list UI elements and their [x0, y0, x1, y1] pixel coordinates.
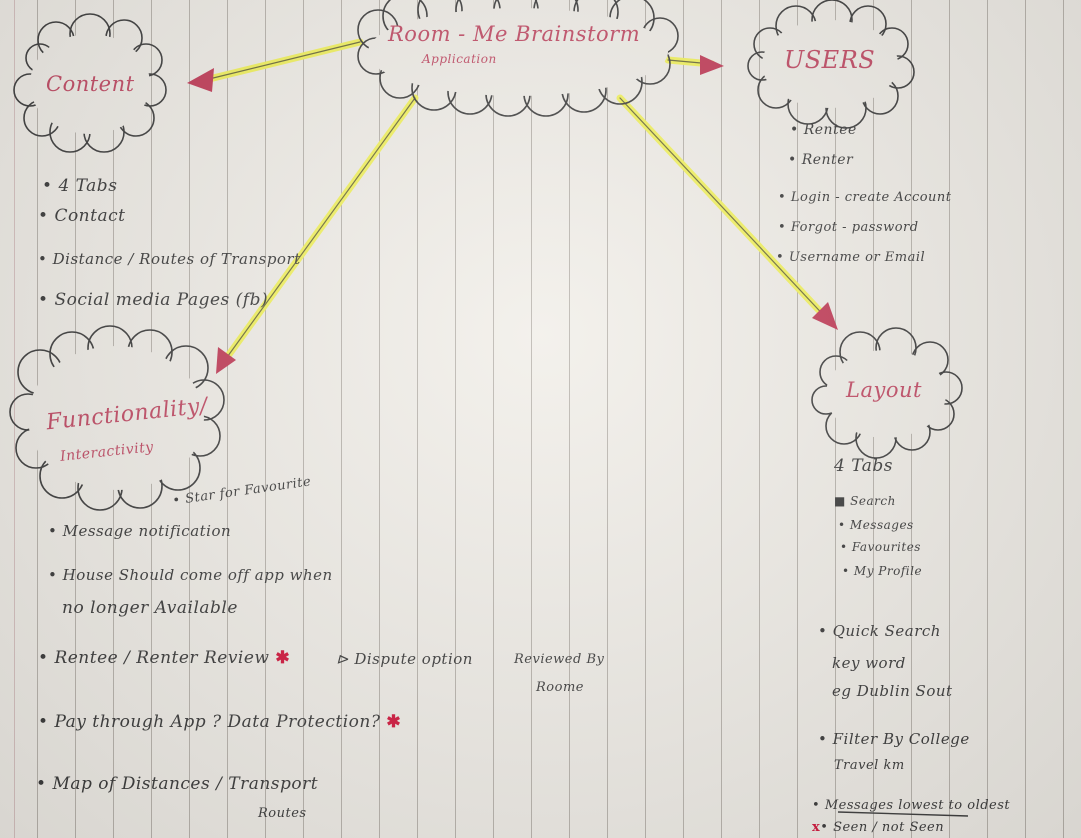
- content-item: • Contact: [38, 206, 126, 226]
- layout-quick-search-cont: key word: [832, 654, 906, 672]
- layout-tab: • My Profile: [842, 564, 923, 578]
- connector-arrows: [201, 38, 834, 364]
- users-heading: USERS: [784, 46, 876, 74]
- layout-quick-search-example: eg Dublin Sout: [832, 682, 953, 700]
- layout-tabs-label: 4 Tabs: [834, 456, 893, 476]
- layout-tab: • Messages: [838, 518, 914, 532]
- layout-messages-order: • Messages lowest to oldest: [812, 798, 1011, 813]
- layout-heading: Layout: [846, 378, 922, 402]
- center-title: Room - Me Brainstorm: [388, 22, 641, 46]
- users-item: • Renter: [788, 152, 854, 168]
- layout-filter: • Filter By College: [818, 730, 970, 748]
- content-item: • Social media Pages (fb): [38, 290, 269, 310]
- functionality-item-cont: Routes: [258, 806, 307, 821]
- arrow-heads: [187, 55, 838, 374]
- layout-filter-cont: Travel km: [834, 758, 905, 773]
- content-item: • 4 Tabs: [42, 176, 118, 196]
- functionality-item: • Rentee / Renter Review ✱: [38, 648, 291, 668]
- layout-quick-search: • Quick Search: [818, 622, 941, 640]
- users-item: • Rentee: [790, 122, 857, 138]
- reviewed-by-note: Reviewed By: [514, 652, 605, 667]
- users-item: • Forgot - password: [778, 220, 919, 235]
- arrow-head-layout: [812, 302, 838, 330]
- users-item: • Login - create Account: [778, 190, 952, 205]
- reviewed-by-note-cont: Roome: [536, 680, 584, 695]
- functionality-item: • Message notification: [48, 522, 232, 540]
- center-subtitle: Application: [422, 52, 497, 66]
- underlines: [837, 811, 969, 817]
- content-item: • Distance / Routes of Transport: [38, 250, 301, 268]
- users-item: • Username or Email: [776, 250, 926, 265]
- arrow-head-content: [187, 68, 214, 92]
- margin-line: [14, 0, 15, 838]
- cloud-fills: [28, 8, 946, 490]
- functionality-item: • Pay through App ? Data Protection? ✱: [38, 712, 402, 732]
- content-heading: Content: [46, 72, 135, 96]
- functionality-item: • Map of Distances / Transport: [36, 774, 319, 794]
- layout-seen: x• Seen / not Seen: [812, 820, 945, 835]
- functionality-item-cont: no longer Available: [62, 598, 238, 618]
- layout-tab: • Favourites: [840, 540, 921, 554]
- arrow-head-functionality: [216, 347, 236, 374]
- arrow-head-users: [700, 55, 724, 75]
- functionality-item: • House Should come off app when: [48, 566, 333, 584]
- dispute-note: ⊳ Dispute option: [336, 650, 473, 668]
- layout-tab: ■ Search: [834, 494, 896, 508]
